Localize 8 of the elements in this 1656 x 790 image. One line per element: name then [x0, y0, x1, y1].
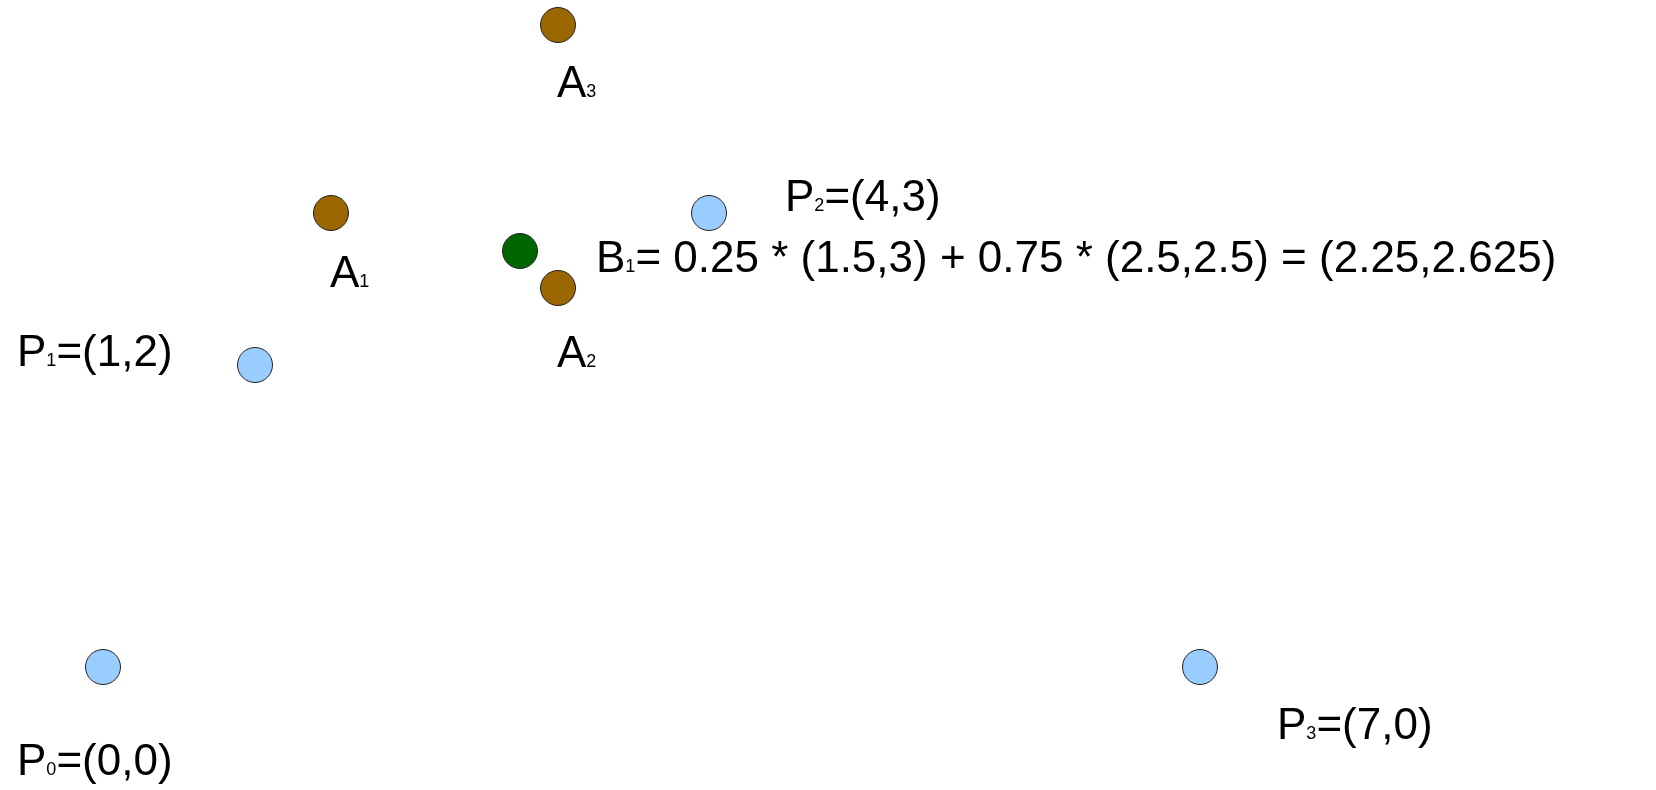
point-marker	[313, 195, 349, 231]
point-marker	[502, 233, 538, 269]
point-marker	[237, 347, 273, 383]
point-marker	[540, 7, 576, 43]
point-marker	[691, 195, 727, 231]
point-marker	[85, 649, 121, 685]
point-marker	[540, 270, 576, 306]
point-marker	[1182, 649, 1218, 685]
